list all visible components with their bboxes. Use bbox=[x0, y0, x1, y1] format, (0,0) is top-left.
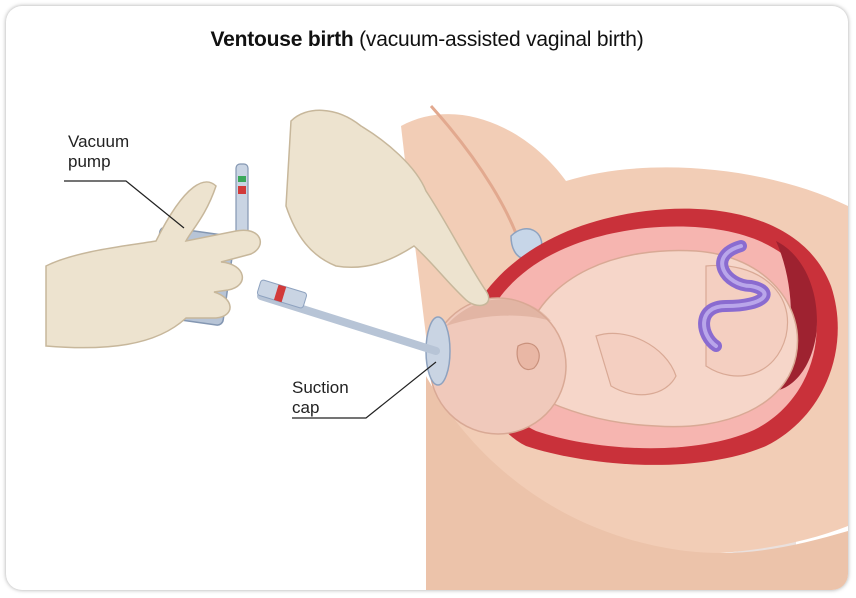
suction-cap-label: Suction cap bbox=[292, 378, 349, 418]
pump-gauge-red bbox=[238, 186, 246, 194]
ventouse-illustration bbox=[6, 6, 848, 590]
vacuum-pump-label-line2: pump bbox=[68, 152, 129, 172]
suction-cap-label-line1: Suction bbox=[292, 378, 349, 398]
baby-ear bbox=[517, 343, 539, 369]
vacuum-pump-label: Vacuum pump bbox=[68, 132, 129, 172]
diagram-card: Ventouse birth (vacuum-assisted vaginal … bbox=[6, 6, 848, 590]
vacuum-pump-label-line1: Vacuum bbox=[68, 132, 129, 152]
pump-gauge-green bbox=[238, 176, 246, 182]
left-hand bbox=[46, 182, 260, 348]
suction-cap-label-line2: cap bbox=[292, 398, 349, 418]
